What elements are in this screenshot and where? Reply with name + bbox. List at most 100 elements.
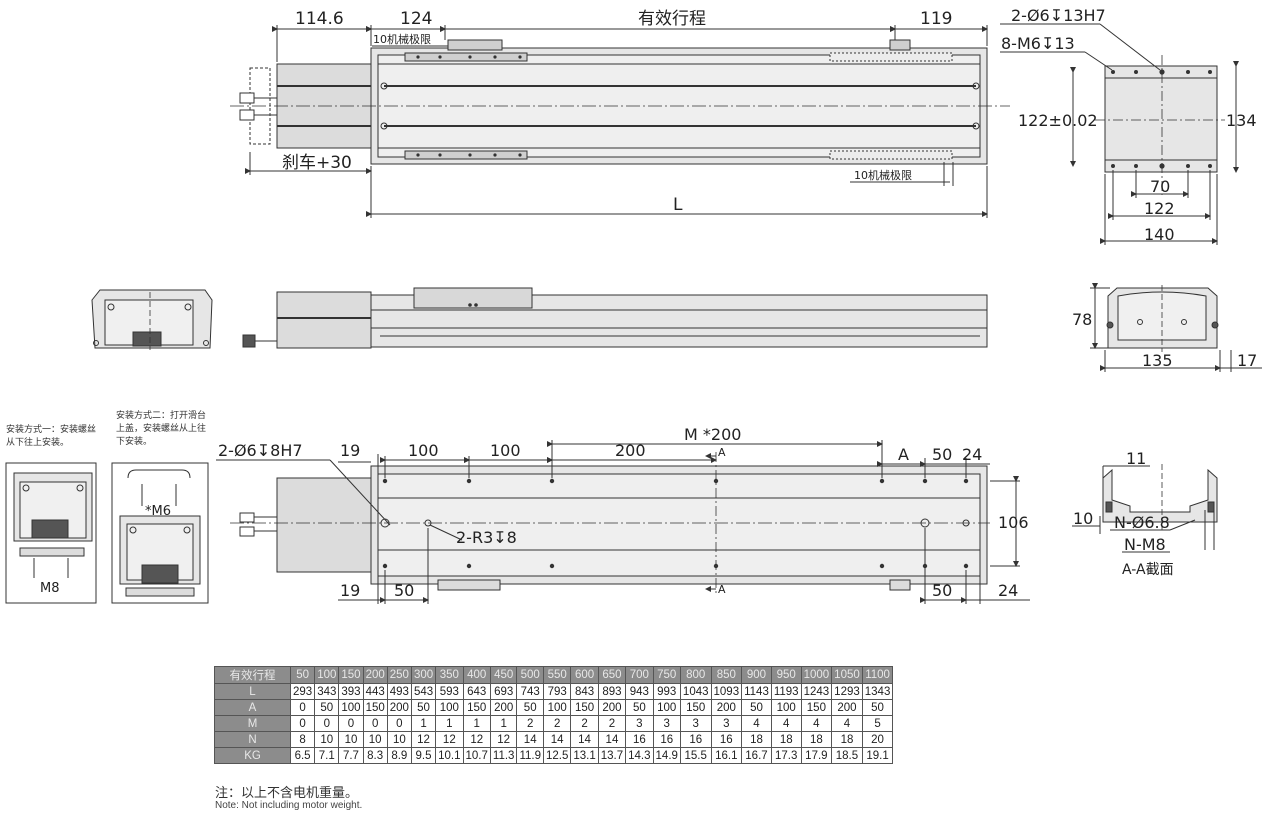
table-cell: 14.3 xyxy=(625,747,654,764)
footnote-en: Note: Not including motor weight. xyxy=(215,800,363,811)
table-cell: 12 xyxy=(410,731,437,748)
holes-m6-label: 8-M6↧13 xyxy=(1001,34,1075,53)
table-cell: 8.9 xyxy=(386,747,412,764)
table-cell: 20 xyxy=(861,731,894,748)
table-cell: 843 xyxy=(570,683,599,700)
dim-78: 78 xyxy=(1072,310,1092,329)
table-cell: 10.7 xyxy=(462,747,491,764)
table-cell: 10 xyxy=(338,731,364,748)
table-cell: 12 xyxy=(435,731,464,748)
table-cell: 0 xyxy=(314,715,340,732)
table-cell: 0 xyxy=(338,715,364,732)
mech-limit-right: 10机械极限 xyxy=(854,168,912,182)
table-cell: 200 xyxy=(489,699,518,716)
table-cell: 200 xyxy=(362,666,388,684)
table-cell: 7.7 xyxy=(338,747,364,764)
table-cell: 293 xyxy=(289,683,316,700)
dim-24-right: 24 xyxy=(998,581,1018,600)
table-cell: 10 xyxy=(386,731,412,748)
table-cell: 11.9 xyxy=(516,747,544,764)
technical-drawing: 114.6 124 有效行程 119 刹车+30 L 10机械极限 10机械极限 xyxy=(5,6,1262,604)
dim-50-bot: 50 xyxy=(394,581,414,600)
table-cell: 14 xyxy=(542,731,572,748)
table-cell: 50 xyxy=(861,699,894,716)
table-cell: 800 xyxy=(679,666,712,684)
side-view xyxy=(91,283,1262,372)
table-cell: 1 xyxy=(489,715,518,732)
section-mark-a-bottom: A xyxy=(718,583,726,596)
holes-nm-label: N-M8 xyxy=(1124,535,1166,554)
table-cell: 16.1 xyxy=(710,747,743,764)
table-cell: 893 xyxy=(597,683,627,700)
table-cell: 100 xyxy=(314,666,340,684)
dim-17: 17 xyxy=(1237,351,1257,370)
table-cell: 3 xyxy=(625,715,654,732)
table-cell: 200 xyxy=(710,699,743,716)
table-cell: 1 xyxy=(462,715,491,732)
mount-detail-1 xyxy=(5,462,97,604)
table-cell: 18 xyxy=(741,731,772,748)
dim-50-right: 50 xyxy=(932,581,952,600)
table-cell: 8 xyxy=(289,731,316,748)
dim-24-top: 24 xyxy=(962,445,982,464)
dim-124: 124 xyxy=(400,9,432,29)
table-cell: 50 xyxy=(516,699,544,716)
table-cell: 150 xyxy=(338,666,364,684)
table-cell: 443 xyxy=(362,683,388,700)
dim-122: 122 xyxy=(1144,199,1175,218)
dim-200: 200 xyxy=(615,441,646,460)
table-cell: 100 xyxy=(652,699,681,716)
table-cell: 0 xyxy=(289,699,316,716)
end-view-top xyxy=(1000,23,1239,245)
table-cell: 793 xyxy=(542,683,572,700)
table-cell: 1243 xyxy=(800,683,833,700)
table-cell: 1343 xyxy=(861,683,894,700)
table-cell: 0 xyxy=(386,715,412,732)
dim-50-top: 50 xyxy=(932,445,952,464)
table-cell: 1143 xyxy=(741,683,772,700)
label-m8: M8 xyxy=(40,581,60,596)
table-cell: 600 xyxy=(570,666,599,684)
connector-icon xyxy=(242,334,256,348)
table-cell: 100 xyxy=(338,699,364,716)
table-cell: 100 xyxy=(435,699,464,716)
table-cell: 17.3 xyxy=(770,747,802,764)
dim-L: L xyxy=(673,195,683,215)
table-cell: 993 xyxy=(652,683,681,700)
table-cell: 4 xyxy=(741,715,772,732)
table-cell: 4 xyxy=(770,715,802,732)
row-header: N xyxy=(214,731,291,748)
holes-h7-label: 2-Ø6↧13H7 xyxy=(1011,6,1106,25)
table-cell: 4 xyxy=(800,715,833,732)
table-cell: 12.5 xyxy=(542,747,572,764)
table-cell: 7.1 xyxy=(314,747,340,764)
table-cell: 500 xyxy=(516,666,544,684)
table-cell: 16.7 xyxy=(741,747,772,764)
dim-100-a: 100 xyxy=(408,441,439,460)
table-cell: 0 xyxy=(289,715,316,732)
table-cell: 15.5 xyxy=(679,747,712,764)
table-cell: 343 xyxy=(314,683,340,700)
label-m6: *M6 xyxy=(145,504,171,519)
table-cell: 17.9 xyxy=(800,747,833,764)
table-cell: 2 xyxy=(570,715,599,732)
table-cell: 14 xyxy=(597,731,627,748)
connector-icon xyxy=(239,92,277,121)
dim-19-top: 19 xyxy=(340,441,360,460)
table-cell: 50 xyxy=(289,666,316,684)
table-cell: 943 xyxy=(625,683,654,700)
table-cell: 1193 xyxy=(770,683,802,700)
dim-119: 119 xyxy=(920,9,952,29)
mount-detail-2 xyxy=(111,462,209,604)
table-cell: 643 xyxy=(462,683,491,700)
table-cell: 3 xyxy=(652,715,681,732)
table-cell: 18.5 xyxy=(831,747,863,764)
table-cell: 10 xyxy=(362,731,388,748)
row-header: KG xyxy=(214,747,291,764)
table-cell: 393 xyxy=(338,683,364,700)
dim-140: 140 xyxy=(1144,225,1175,244)
table-cell: 593 xyxy=(435,683,464,700)
table-cell: 550 xyxy=(542,666,572,684)
table-cell: 150 xyxy=(462,699,491,716)
